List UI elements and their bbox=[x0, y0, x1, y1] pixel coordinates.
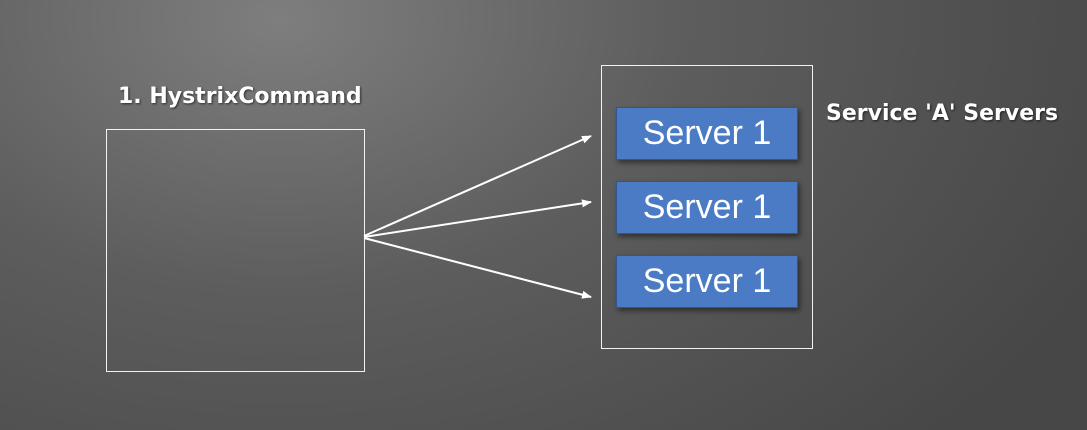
service-servers-box bbox=[601, 65, 813, 349]
hystrix-command-box bbox=[106, 129, 365, 372]
arrow-to-server-3 bbox=[363, 237, 592, 299]
arrow-to-server-2 bbox=[363, 199, 592, 238]
arrow-to-server-1 bbox=[363, 135, 592, 237]
server-box-2: Server 1 bbox=[616, 181, 798, 234]
hystrix-command-title: 1. HystrixCommand bbox=[118, 84, 362, 109]
server-box-1: Server 1 bbox=[616, 107, 798, 160]
service-servers-title: Service 'A' Servers bbox=[826, 101, 1059, 126]
server-box-3: Server 1 bbox=[616, 255, 798, 308]
